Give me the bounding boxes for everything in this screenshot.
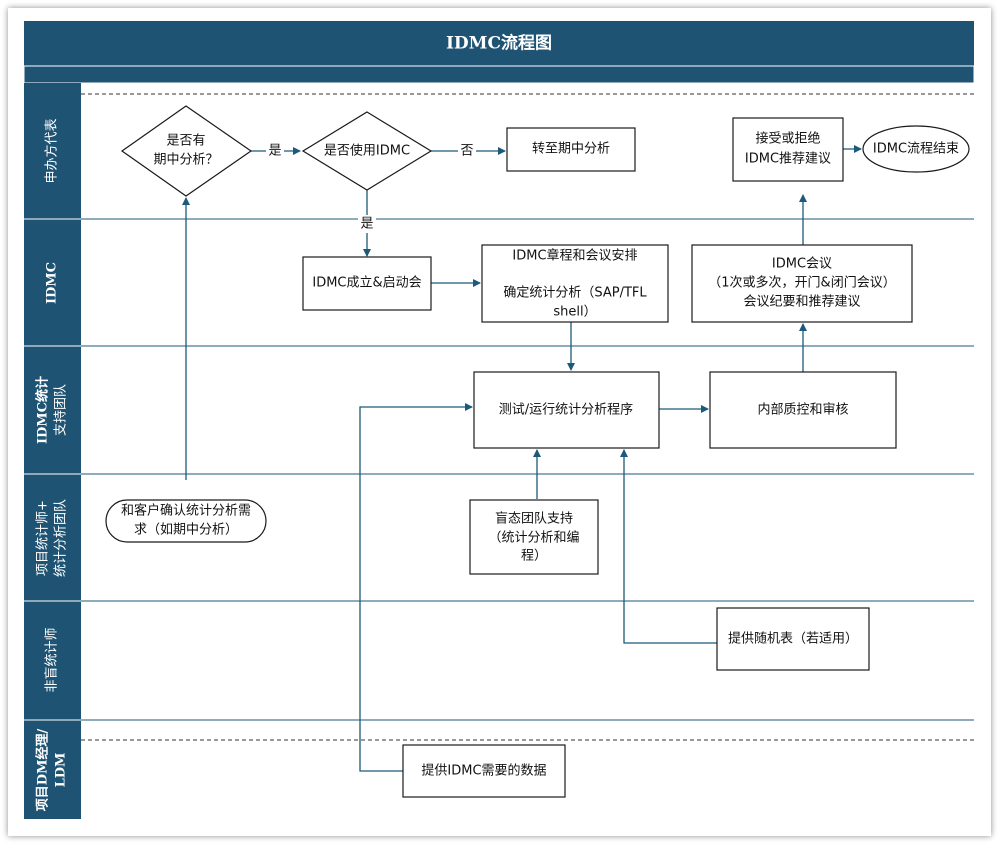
- lane-label-idmc-support: IDMC统计 支持团队: [35, 376, 69, 444]
- box-dm-data: [402, 744, 566, 798]
- box-blind-team-line2: （统计分析和编: [488, 531, 579, 546]
- box-randomization-label: 提供随机表（若适用）: [728, 631, 858, 647]
- decision-interim-line1: 是否有: [166, 134, 205, 149]
- decision-interim-analysis: [120, 105, 253, 197]
- box-blind-team-line1: 盲态团队支持: [495, 511, 573, 527]
- box-confirm-client-line1: 和客户确认统计分析需: [121, 503, 251, 519]
- box-blind-team: [469, 499, 599, 575]
- box-accept-reject-line2: IDMC推荐建议: [745, 152, 831, 167]
- lane-label-dm: 项目DM经理/ LDM: [35, 729, 69, 812]
- box-charter-line4: shell）: [553, 305, 596, 320]
- edge-data-to-run: [359, 403, 473, 772]
- box-confirm-client-line2: 求（如期中分析）: [134, 522, 238, 538]
- box-to-interim: [506, 127, 636, 172]
- lane-label-unblinded-stat: 非盲统计师: [44, 627, 60, 692]
- svg-text:项目统计师+: 项目统计师+: [36, 500, 51, 576]
- svg-text:IDMC统计: IDMC统计: [35, 376, 51, 444]
- box-qc: [709, 371, 897, 449]
- flowchart-canvas: IDMC流程图 申办方代表 IDMC IDMC统计 支持团队 项目统计师+ 统计…: [23, 21, 975, 819]
- box-randomization: [716, 607, 870, 671]
- edge-random-to-run: [620, 449, 717, 644]
- title-subbar: [23, 65, 975, 84]
- box-qc-label: 内部质控和审核: [757, 402, 848, 418]
- box-accept-reject: [732, 117, 844, 182]
- edge-label-no: 否: [460, 144, 473, 159]
- edge-label-yes: 是: [268, 144, 281, 159]
- title-bar: [24, 21, 974, 66]
- box-meeting: [691, 244, 913, 323]
- decision-use-idmc: [301, 111, 433, 191]
- box-to-interim-label: 转至期中分析: [532, 142, 610, 157]
- box-run-program: [473, 371, 660, 449]
- svg-text:项目DM经理/: 项目DM经理/: [35, 729, 51, 812]
- box-blind-team-line3: 程）: [521, 549, 547, 564]
- svg-text:IDMC: IDMC: [45, 262, 60, 304]
- svg-text:统计分析团队: 统计分析团队: [54, 499, 69, 577]
- decision-use-idmc-label: 是否使用IDMC: [324, 143, 410, 159]
- box-dm-data-label: 提供IDMC需要的数据: [421, 763, 546, 779]
- box-meeting-line1: IDMC会议: [772, 257, 832, 272]
- decision-interim-line2: 期中分析？: [153, 153, 218, 168]
- box-meeting-line2: （1次或多次，开门&闭门会议）: [708, 275, 895, 291]
- svg-text:申办方代表: 申办方代表: [44, 118, 60, 183]
- lane-label-column: [24, 83, 81, 819]
- svg-text:非盲统计师: 非盲统计师: [44, 627, 60, 692]
- box-confirm-client: [105, 499, 267, 543]
- box-establish-label: IDMC成立&启动会: [312, 276, 421, 291]
- edge-label-yes: 是: [360, 217, 373, 232]
- box-charter-line1: IDMC章程和会议安排: [512, 248, 637, 264]
- svg-text:LDM: LDM: [54, 753, 69, 788]
- box-charter: [481, 244, 669, 323]
- box-run-program-label: 测试/运行统计分析程序: [499, 403, 633, 418]
- box-accept-reject-line1: 接受或拒绝: [755, 131, 820, 147]
- lane-label-idmc: IDMC: [45, 262, 60, 304]
- lane-label-project-stat: 项目统计师+ 统计分析团队: [36, 499, 69, 577]
- page-title: IDMC流程图: [446, 33, 552, 54]
- terminal-end-label: IDMC流程结束: [873, 142, 959, 157]
- box-charter-line3: 确定统计分析（SAP/TFL: [503, 286, 647, 301]
- svg-text:支持团队: 支持团队: [54, 384, 69, 436]
- terminal-end: [862, 125, 970, 173]
- lane-label-sponsor: 申办方代表: [44, 118, 60, 183]
- flowchart-frame: IDMC流程图 申办方代表 IDMC IDMC统计 支持团队 项目统计师+ 统计…: [8, 8, 991, 836]
- box-meeting-line3: 会议纪要和推荐建议: [743, 295, 860, 310]
- box-establish: [302, 256, 432, 311]
